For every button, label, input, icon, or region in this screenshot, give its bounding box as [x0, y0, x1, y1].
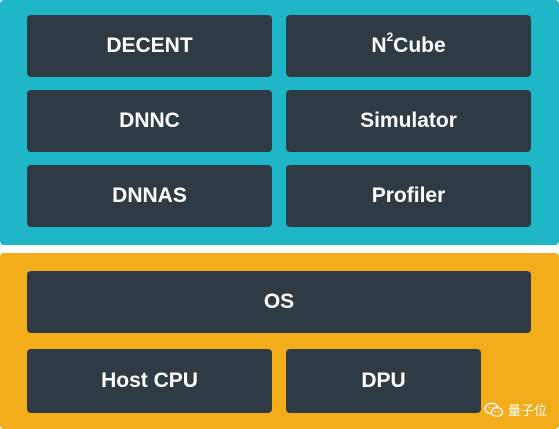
block-dnnc: DNNC [27, 90, 272, 152]
block-decent: DECENT [27, 15, 272, 77]
block-dnnc-label: DNNC [119, 109, 180, 132]
block-os: OS [27, 271, 531, 333]
watermark-label: 量子位 [507, 404, 547, 419]
block-dpu: DPU [286, 349, 481, 413]
hardware-layer: OS Host CPU DPU [0, 253, 559, 429]
wechat-icon [484, 402, 504, 417]
block-host-cpu-label: Host CPU [101, 369, 198, 392]
block-dnnas-label: DNNAS [112, 184, 187, 207]
block-dpu-label: DPU [361, 369, 406, 392]
software-layer: DECENT N2Cube DNNC Simulator DNNAS Profi… [0, 0, 559, 245]
block-host-cpu: Host CPU [27, 349, 272, 413]
block-os-label: OS [263, 290, 295, 313]
block-profiler-label: Profiler [371, 184, 446, 207]
block-profiler: Profiler [286, 165, 531, 227]
block-n2cube-label: N2Cube [371, 30, 446, 57]
block-simulator: Simulator [286, 90, 531, 152]
block-n2cube: N2Cube [286, 15, 531, 77]
block-decent-label: DECENT [106, 34, 193, 57]
watermark: 量子位 [484, 400, 547, 419]
block-simulator-label: Simulator [360, 109, 457, 132]
block-dnnas: DNNAS [27, 165, 272, 227]
